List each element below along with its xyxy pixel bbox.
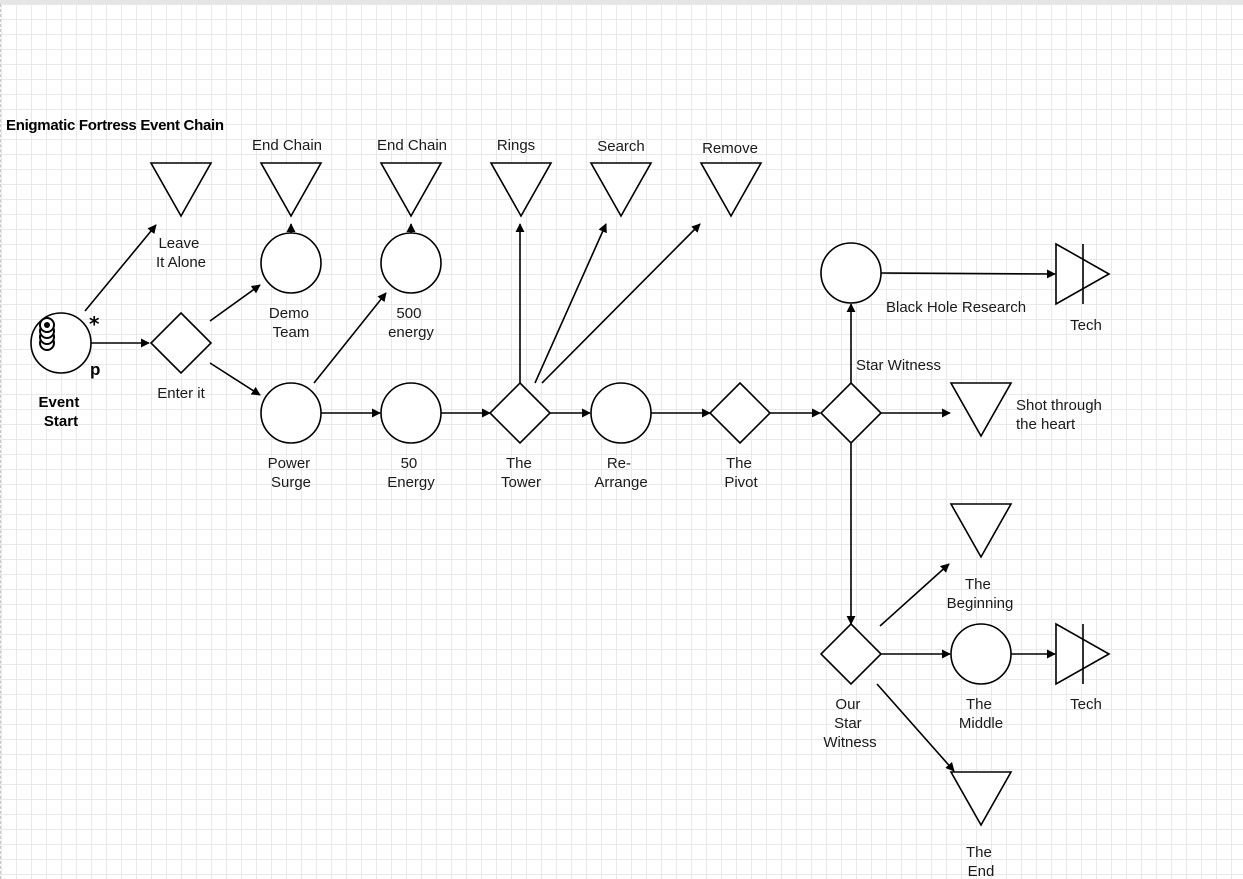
end-chain-2-label: End Chain (377, 137, 447, 154)
the-pivot-gate[interactable]: The Pivot (708, 381, 772, 491)
tech-converter-1[interactable]: Tech (1055, 242, 1111, 334)
the-middle-label: The Middle (959, 696, 1003, 732)
the-middle-node[interactable]: The Middle (950, 623, 1012, 732)
demo-team-label: Demo Team (269, 305, 313, 341)
enter-it-label: Enter it (157, 385, 205, 402)
event-start-label: Event Start (38, 394, 83, 430)
leave-it-alone-label: Leave It Alone (156, 235, 206, 271)
energy-500-node[interactable]: 500 energy (380, 232, 442, 341)
re-arrange-node[interactable]: Re- Arrange (590, 382, 652, 491)
our-star-witness-label: Our Star Witness (823, 696, 876, 751)
energy-50-label: 50 Energy (387, 455, 435, 491)
tech-converter-2[interactable]: Tech (1055, 622, 1111, 713)
energy-500-label: 500 energy (388, 305, 434, 341)
the-pivot-label: The Pivot (724, 455, 758, 491)
star-witness-gate[interactable]: Star Witness (819, 357, 941, 445)
power-surge-node[interactable]: Power Surge (260, 382, 322, 491)
black-hole-research-node[interactable]: Black Hole Research (820, 242, 1026, 316)
end-chain-1-label: End Chain (252, 137, 322, 154)
edge-enter-demo (209, 284, 261, 322)
edge-our-beginning (879, 563, 950, 627)
end-chain-drain-2[interactable]: End Chain (377, 137, 447, 218)
edge-tower-search (534, 223, 607, 384)
asterisk-symbol: * (89, 312, 100, 336)
top-border (0, 0, 1243, 4)
remove-drain[interactable]: Remove (699, 140, 763, 218)
edge-blackhole-tech (880, 269, 1056, 279)
the-beginning-drain[interactable]: The Beginning (947, 503, 1014, 612)
enter-it-gate[interactable]: Enter it (149, 311, 213, 402)
the-beginning-label: The Beginning (947, 576, 1014, 612)
the-end-label: The End (966, 844, 996, 879)
edge-power-500 (313, 292, 387, 384)
shot-through-heart-label: Shot through the heart (1016, 397, 1106, 433)
the-tower-label: The Tower (501, 455, 541, 491)
edges (84, 223, 1056, 772)
search-label: Search (597, 138, 645, 155)
diagram-title: Enigmatic Fortress Event Chain (6, 117, 224, 134)
remove-label: Remove (702, 140, 758, 157)
tech-1-label: Tech (1070, 317, 1102, 334)
end-chain-drain-1[interactable]: End Chain (252, 137, 323, 218)
re-arrange-label: Re- Arrange (594, 455, 647, 491)
leave-it-alone-drain[interactable] (149, 162, 213, 218)
the-end-drain[interactable]: The End (949, 771, 1013, 879)
our-star-witness-gate[interactable]: Our Star Witness (819, 622, 883, 751)
edge-enter-power (209, 362, 261, 396)
resource-tokens-icon (39, 317, 55, 351)
search-drain[interactable]: Search (589, 138, 653, 218)
demo-team-node[interactable]: Demo Team (260, 232, 322, 341)
shot-through-heart-drain[interactable]: Shot through the heart (949, 382, 1106, 438)
rings-label: Rings (497, 137, 535, 154)
star-witness-label: Star Witness (856, 357, 941, 374)
tech-2-label: Tech (1070, 696, 1102, 713)
edge-start-leave (84, 224, 157, 312)
black-hole-research-label: Black Hole Research (886, 299, 1026, 316)
power-surge-label: Power Surge (268, 455, 315, 491)
pool-label: p (90, 360, 100, 379)
the-tower-gate[interactable]: The Tower (488, 381, 552, 491)
energy-50-node[interactable]: 50 Energy (380, 382, 442, 491)
event-start-node[interactable]: * p Event Start (30, 312, 100, 430)
edge-tower-remove (541, 223, 701, 384)
page-left-edge (0, 4, 1, 879)
rings-drain[interactable]: Rings (489, 137, 553, 218)
edge-our-end (876, 683, 955, 772)
